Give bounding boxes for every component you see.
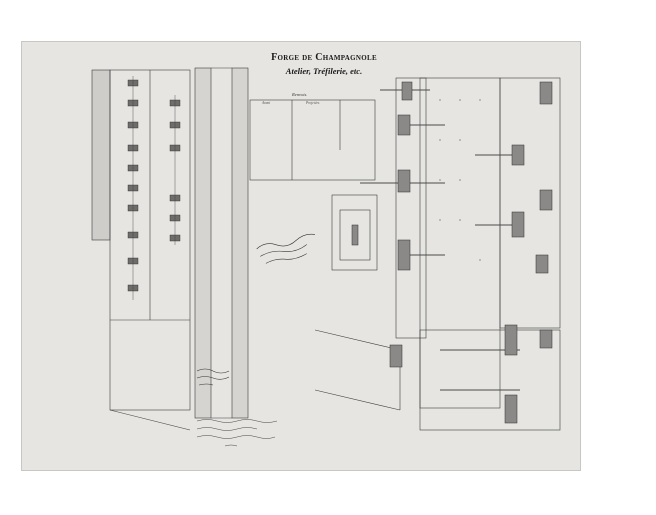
legend-heading: Renvois.: [292, 92, 308, 97]
annex-right: [499, 77, 561, 329]
handwritten-notes-bottom: [195, 415, 280, 450]
notes-scribble: [196, 419, 278, 447]
document-title: Forge de Champagnole: [271, 52, 377, 63]
legend-column-projected: Projetées: [306, 101, 320, 105]
paper-sheet: [22, 42, 580, 470]
handwritten-signature-block-lower: [195, 365, 235, 390]
corridor-right: [231, 67, 249, 419]
document-subtitle: Atelier, Tréfilerie, etc.: [285, 66, 363, 76]
small-chamber: [331, 194, 378, 271]
tréfilerie-hall: [419, 77, 501, 409]
legend-column-existing: Avant: [262, 101, 271, 105]
signature-scribble: [256, 233, 316, 264]
legend-box: [249, 99, 376, 181]
handwritten-signature-block-center: [253, 225, 328, 269]
outer-wall-left: [91, 69, 111, 241]
signature-scribble-lower: [196, 368, 230, 386]
canal-block: [395, 77, 427, 339]
corridor-left: [194, 67, 212, 419]
lower-workshop: [419, 329, 561, 431]
